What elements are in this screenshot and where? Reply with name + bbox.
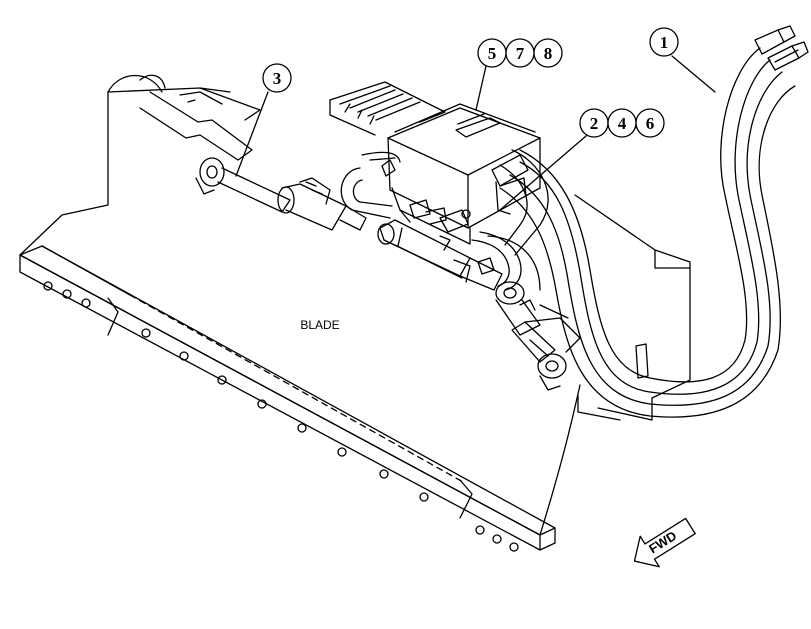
- blade-label: BLADE: [300, 318, 339, 332]
- blade: [19, 74, 581, 536]
- rear-frame: [574, 194, 691, 421]
- cutting-edge: [19, 245, 556, 551]
- callout-6: 6: [646, 114, 655, 133]
- callout-4: 4: [618, 114, 627, 133]
- center-cylinder: [377, 219, 503, 291]
- callout-5: 5: [488, 44, 497, 63]
- lower-hose-loops: [471, 231, 541, 291]
- control-hoses: [340, 149, 549, 256]
- fwd-arrow: [633, 517, 696, 568]
- upper-brace: [139, 91, 253, 161]
- tilt-cylinder-left: [195, 157, 367, 231]
- upper-grate: [329, 81, 446, 136]
- callout-7: 7: [516, 44, 525, 63]
- callout-3: 3: [273, 69, 282, 88]
- fwd-label: FWD: [646, 528, 679, 556]
- callout-2: 2: [590, 114, 599, 133]
- tilt-cylinder-right: [495, 281, 581, 391]
- callout-1-circle: [649, 27, 679, 57]
- callout-8: 8: [544, 44, 553, 63]
- leader-lines: [235, 55, 716, 211]
- cutting-edge-bolt-holes: [43, 281, 519, 552]
- callout-6-circle: [635, 108, 665, 138]
- valve-fittings: [409, 154, 529, 233]
- callout-3-circle: [262, 63, 292, 93]
- callout-8-circle: [533, 38, 563, 68]
- quick-coupler-fittings: [754, 25, 809, 71]
- control-valve-box: [387, 103, 541, 245]
- callout-1: 1: [660, 33, 669, 52]
- hydraulic-hose-bundle: [499, 47, 796, 418]
